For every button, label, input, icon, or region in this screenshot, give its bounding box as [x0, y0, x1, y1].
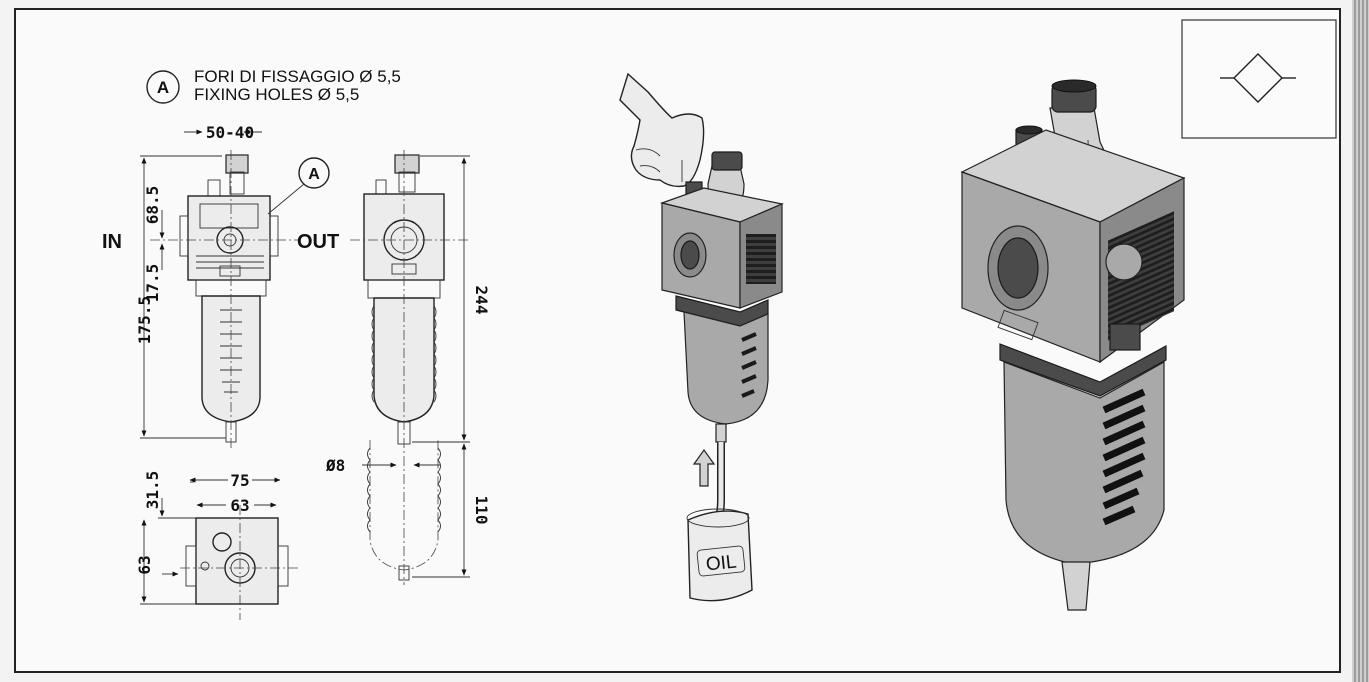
- symbol-box: [1181, 19, 1337, 139]
- iso-symbol: [1181, 19, 1337, 139]
- dim-top-width: 50-40: [206, 123, 254, 142]
- front-fill-plug: [207, 179, 221, 197]
- oil-can-label: OIL: [705, 551, 738, 575]
- oil-bowl: [683, 311, 769, 425]
- note-marker-circle: [146, 70, 180, 104]
- dim-upper-height: 68.5: [143, 186, 162, 225]
- iso-drain: [1061, 561, 1091, 611]
- dim-port-offset: 17.5: [143, 264, 162, 303]
- dim-tube-diameter: Ø8: [325, 456, 345, 475]
- dim-plan-offset: 31.5: [143, 471, 162, 510]
- dim-plan-width: 75: [230, 471, 249, 490]
- hand-icon: [619, 72, 705, 188]
- dim-body-height: 175.5: [135, 296, 154, 344]
- outlet-label: OUT: [297, 231, 339, 253]
- lubricator-isometric: [960, 79, 1186, 611]
- side-knob: [394, 154, 420, 174]
- plan-view: [180, 505, 300, 620]
- plan-body: [195, 517, 279, 605]
- oil-can: [687, 510, 753, 602]
- dim-bowl-clearance: 110: [472, 496, 491, 525]
- dim-total-height: 244: [472, 286, 491, 315]
- plan-dimensions: 75 63 31.5 63: [135, 471, 281, 605]
- dim-plan-depth: 63: [135, 555, 154, 574]
- note-line-italian: FORI DI FISSAGGIO Ø 5,5: [194, 67, 401, 86]
- front-view: [150, 150, 300, 450]
- fixing-holes-note: A FORI DI FISSAGGIO Ø 5,5 FIXING HOLES Ø…: [146, 67, 401, 104]
- inlet-label: IN: [102, 231, 122, 253]
- oil-filling-illustration: OIL: [619, 72, 784, 602]
- plan-fill-plug: [212, 532, 232, 552]
- oil-knob: [711, 151, 743, 171]
- note-marker: A: [157, 78, 169, 97]
- up-arrow-icon: [692, 448, 716, 487]
- side-view: [350, 150, 470, 585]
- dim-plan-inner-width: 63: [230, 496, 249, 515]
- fixing-hole-callout: A: [267, 157, 330, 215]
- front-knob: [225, 154, 249, 174]
- front-dimensions: 50-40 175.5 68.5 17.5 IN: [102, 123, 262, 439]
- side-dimensions: 244 110 Ø8 OUT: [297, 155, 491, 578]
- note-line-english: FIXING HOLES Ø 5,5: [194, 85, 359, 104]
- binding-edge: [1352, 0, 1369, 682]
- hole-marker: A: [308, 166, 320, 183]
